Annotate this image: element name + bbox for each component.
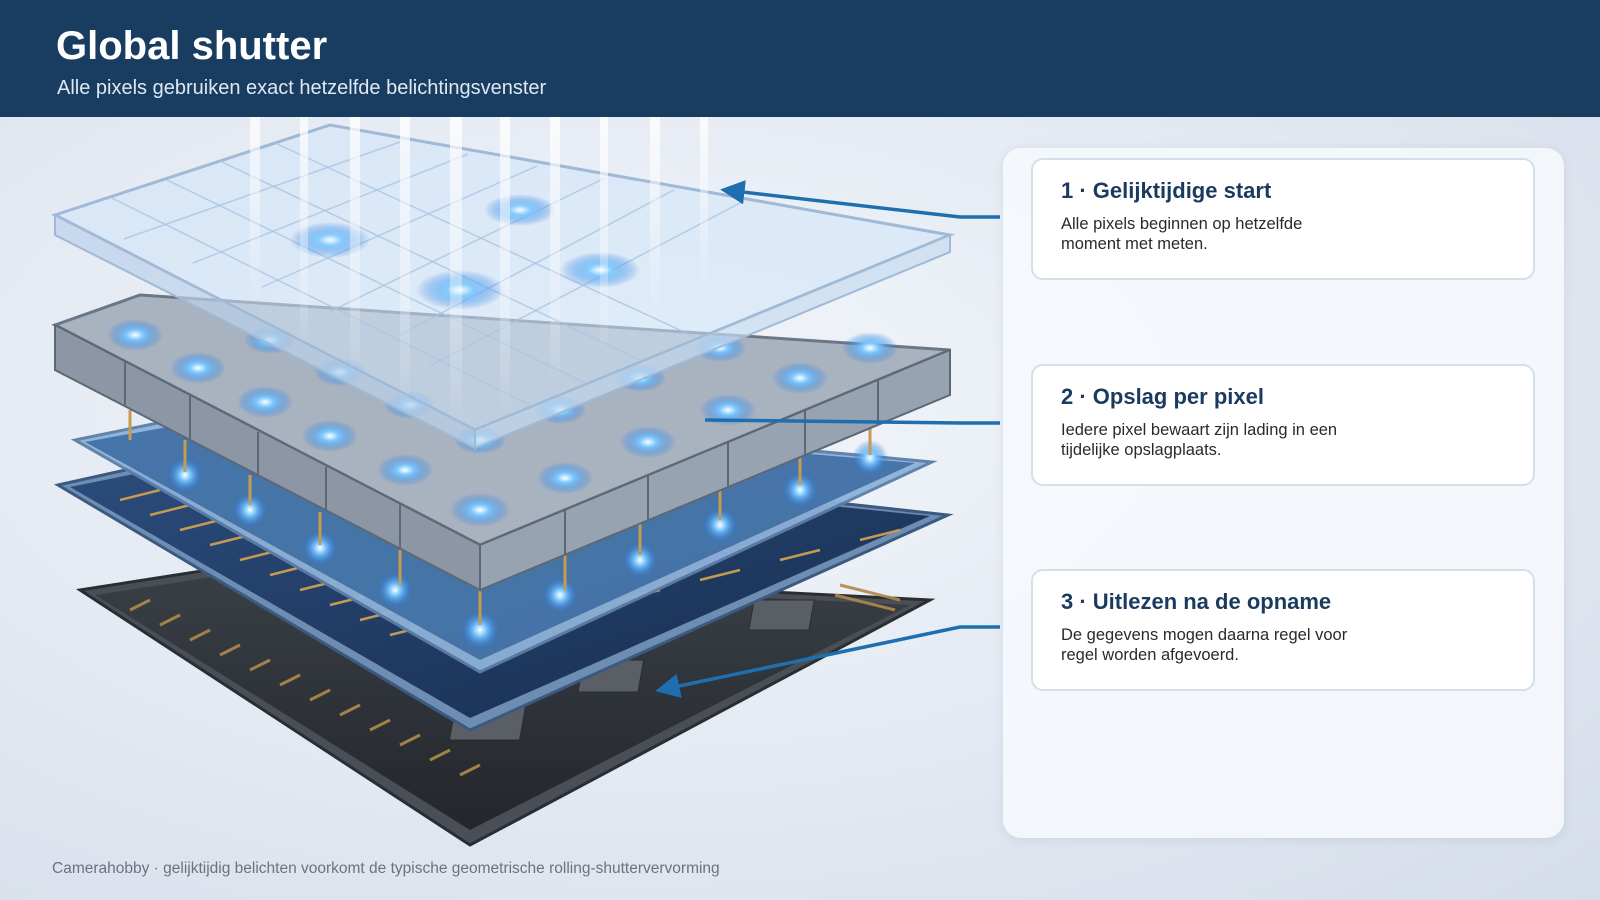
step-title: 2 · Opslag per pixel — [1061, 384, 1264, 409]
step-card-2: 2 · Opslag per pixel Iedere pixel bewaar… — [1031, 364, 1535, 486]
arrow-left-icon — [720, 180, 1000, 219]
footer-caption: Camerahobby · gelijktijdig belichten voo… — [52, 860, 720, 877]
step-card-3: 3 · Uitlezen na de opname De gegevens mo… — [1031, 569, 1535, 691]
step-card-1: 1 · Gelijktijdige start Alle pixels begi… — [1031, 158, 1535, 280]
step-description: Alle pixels beginnen op hetzelfde moment… — [1061, 215, 1303, 253]
step-description: Iedere pixel bewaart zijn lading in een … — [1061, 421, 1338, 459]
step-title: 3 · Uitlezen na de opname — [1061, 589, 1332, 614]
callout-arrows — [655, 180, 1000, 698]
page-title: Global shutter — [56, 24, 328, 68]
light-beams — [250, 117, 708, 427]
sensor-stack-illustration — [51, 117, 1000, 847]
arrow-left-icon — [655, 625, 1000, 698]
arrow-left-icon — [704, 418, 1000, 425]
step-description: De gegevens mogen daarna regel voor rege… — [1061, 626, 1348, 664]
step-title: 1 · Gelijktijdige start — [1061, 178, 1272, 203]
page-subtitle: Alle pixels gebruiken exact hetzelfde be… — [57, 77, 547, 99]
header-bar: Global shutter Alle pixels gebruiken exa… — [0, 0, 1600, 117]
